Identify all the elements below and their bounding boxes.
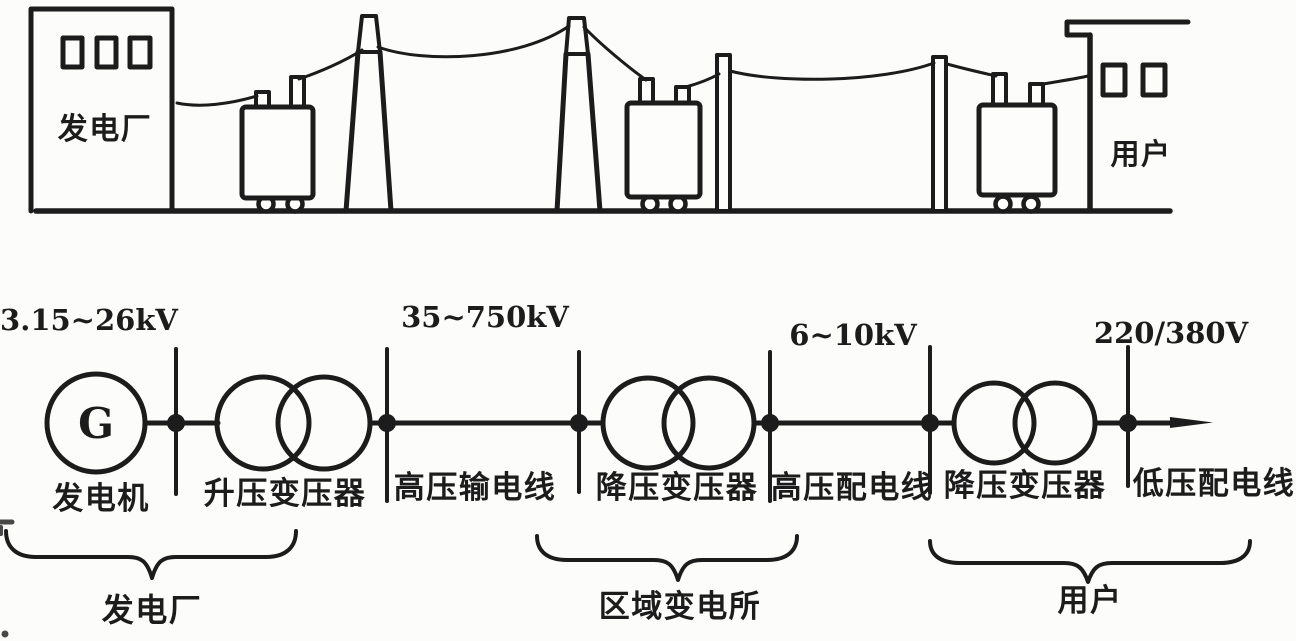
utility-pole-2 bbox=[931, 55, 948, 213]
generator-letter: G bbox=[78, 399, 114, 448]
generator-symbol: G bbox=[44, 371, 148, 475]
bushing-icon bbox=[991, 72, 1008, 107]
local-transformer-illustration bbox=[976, 72, 1058, 214]
window-icon bbox=[1100, 62, 1128, 98]
wheel-icon bbox=[993, 194, 1013, 214]
substation-transformer-illustration bbox=[624, 77, 703, 214]
scan-artifact bbox=[0, 519, 15, 638]
voltage-label-transmission: 35~750kV bbox=[401, 300, 569, 334]
bushing-icon bbox=[1028, 82, 1045, 107]
voltage-label-generator: 3.15~26kV bbox=[0, 303, 178, 337]
bushing-icon bbox=[638, 77, 655, 105]
schematic-bus-line bbox=[142, 417, 1213, 428]
user-building-illustration: 用户 bbox=[1064, 19, 1191, 213]
overhead-wires bbox=[175, 24, 1090, 107]
group-label-regional-substation: 区域变电所 bbox=[599, 589, 762, 624]
label-step-up-transformer: 升压变压器 bbox=[204, 476, 367, 511]
schematic-section: 3.15~26kV 35~750kV 6~10kV 220/380V bbox=[0, 300, 1296, 516]
window-icon bbox=[127, 35, 153, 70]
step-down-transformer-symbol-2 bbox=[951, 380, 1098, 466]
brace-regional-substation: 区域变电所 bbox=[535, 534, 799, 624]
label-hv-distribution-line: 高压配电线 bbox=[771, 470, 934, 505]
bushing-icon bbox=[289, 75, 306, 110]
voltage-label-lv-distribution: 220/380V bbox=[1094, 316, 1249, 350]
group-label-users: 用户 bbox=[1058, 583, 1123, 618]
group-braces-section: 发电厂 区域变电所 用户 bbox=[4, 529, 1252, 628]
window-icon bbox=[94, 35, 119, 70]
brace-users: 用户 bbox=[928, 539, 1252, 618]
label-lv-distribution-line: 低压配电线 bbox=[1132, 466, 1296, 501]
user-building-label: 用户 bbox=[1110, 137, 1171, 171]
power-plant-building-label: 发电厂 bbox=[57, 113, 153, 146]
illustration-section: 发电厂 bbox=[28, 6, 1191, 214]
utility-pole-1 bbox=[715, 53, 732, 213]
power-plant-building-illustration: 发电厂 bbox=[28, 6, 175, 214]
step-up-transformer-symbol bbox=[214, 374, 373, 472]
window-icon bbox=[1140, 62, 1168, 98]
wheel-icon bbox=[1021, 194, 1041, 214]
transmission-tower-2 bbox=[554, 16, 603, 214]
arrowhead-icon bbox=[1170, 417, 1213, 428]
window-icon bbox=[60, 35, 85, 70]
label-step-down-transformer-2: 降压变压器 bbox=[944, 468, 1107, 503]
label-hv-transmission-line: 高压输电线 bbox=[394, 470, 557, 505]
step-down-transformer-symbol-1 bbox=[600, 375, 757, 471]
label-step-down-transformer-1: 降压变压器 bbox=[596, 470, 759, 505]
group-label-power-plant: 发电厂 bbox=[102, 592, 203, 628]
label-generator: 发电机 bbox=[51, 481, 150, 516]
step-up-transformer-illustration bbox=[239, 75, 316, 214]
voltage-label-hv-distribution: 6~10kV bbox=[789, 318, 917, 352]
brace-power-plant: 发电厂 bbox=[4, 529, 298, 628]
junction-dots bbox=[167, 414, 1137, 432]
transmission-tower-1 bbox=[343, 14, 394, 214]
